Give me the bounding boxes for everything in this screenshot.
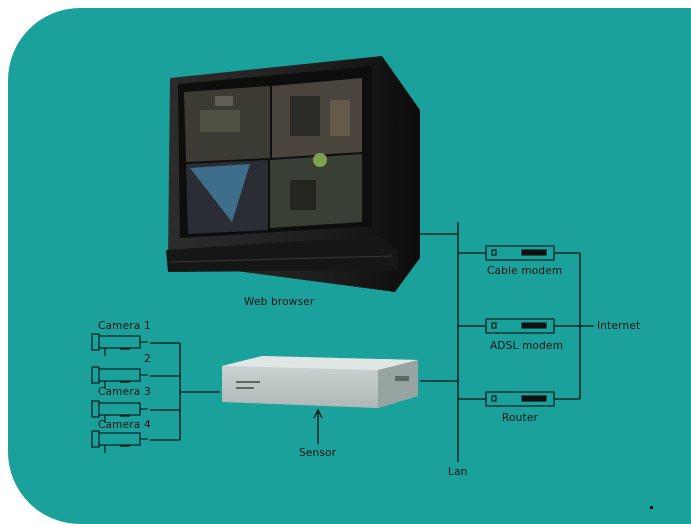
- cable-modem-icon: [486, 246, 554, 260]
- web-browser-label: Web browser: [244, 296, 314, 308]
- camera-3-label: Camera 3: [98, 386, 151, 398]
- camera-icon: [92, 431, 148, 453]
- camera-server-icon: [222, 356, 418, 408]
- corner-mark: [650, 506, 653, 509]
- internet-label: Internet: [597, 320, 640, 332]
- camera-2-label: 2: [144, 353, 151, 365]
- adsl-modem-label: ADSL modem: [490, 340, 563, 352]
- camera-4-label: Camera 4: [98, 419, 151, 431]
- cable-modem-label: Cable modem: [487, 265, 562, 277]
- monitor-icon: [166, 56, 420, 292]
- router-label: Router: [502, 412, 538, 424]
- adsl-modem-icon: [486, 319, 554, 333]
- lan-label: Lan: [448, 466, 468, 478]
- camera-icon: [92, 334, 148, 356]
- router-icon: [486, 392, 554, 406]
- sensor-label: Sensor: [299, 447, 336, 459]
- camera-1-label: Camera 1: [98, 320, 151, 332]
